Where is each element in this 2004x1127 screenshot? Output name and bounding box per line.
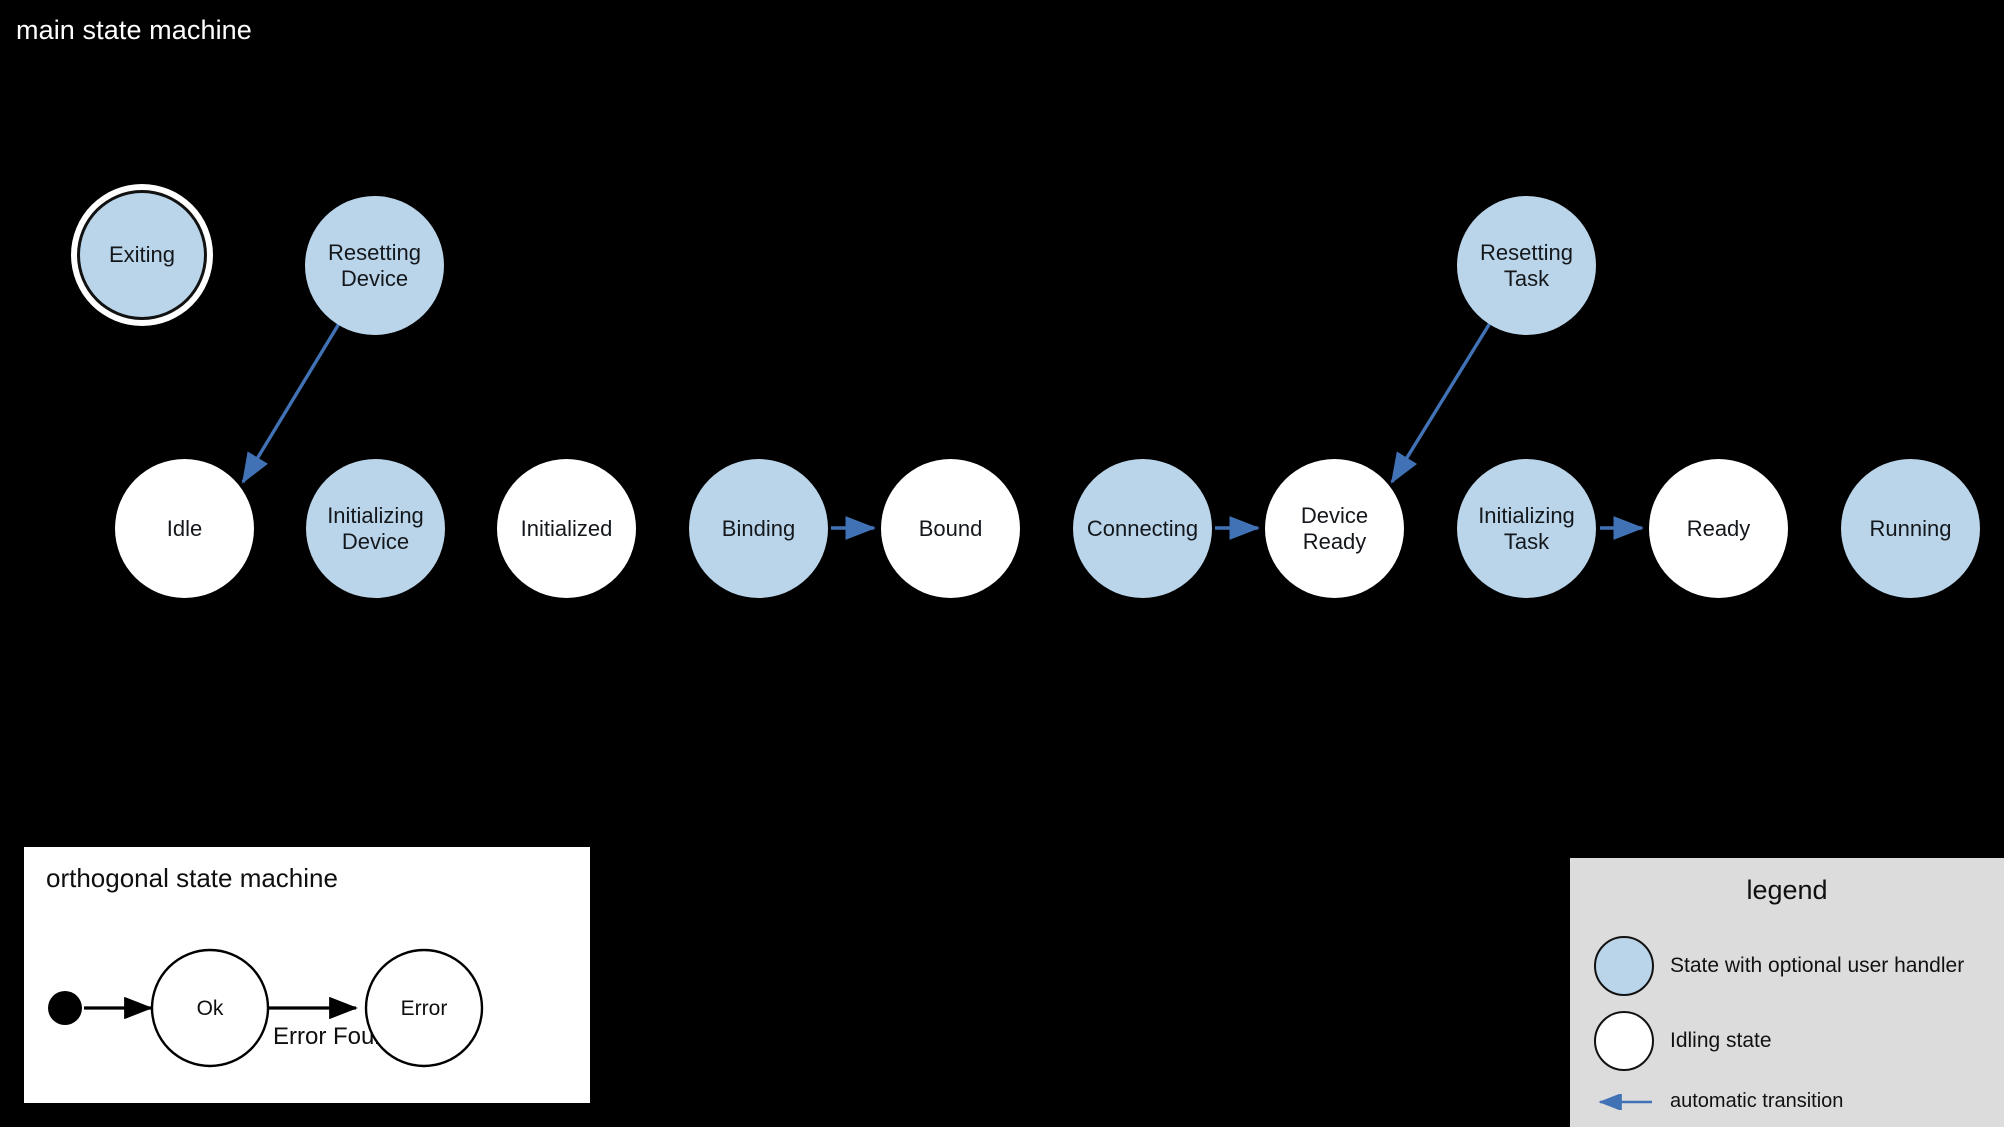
state-label-ready: Ready <box>1686 515 1751 541</box>
state-node-bound[interactable]: Bound <box>881 459 1020 598</box>
state-node-connecting[interactable]: Connecting <box>1073 459 1212 598</box>
legend-item-idling-state: Idling state <box>1594 1011 1772 1071</box>
state-label-bound: Bound <box>918 515 983 541</box>
orthogonal-state-machine-panel: orthogonal state machine Ok Error Found … <box>22 845 592 1105</box>
state-node-device-ready[interactable]: Device Ready <box>1265 459 1404 598</box>
state-node-initialized[interactable]: Initialized <box>497 459 636 598</box>
state-label-binding: Binding <box>721 515 796 541</box>
blue-circle-icon <box>1594 936 1654 996</box>
state-label-initializing-task: Initializing Task <box>1478 502 1575 554</box>
legend-label-idling-state: Idling state <box>1670 1029 1772 1052</box>
state-node-exiting[interactable]: Exiting <box>80 193 204 317</box>
legend-title: legend <box>1746 875 1828 905</box>
state-node-running[interactable]: Running <box>1841 459 1980 598</box>
transition-resetting-device-to-idle <box>241 321 342 484</box>
state-label-idle: Idle <box>166 515 203 541</box>
initial-state-marker <box>48 991 82 1025</box>
page-title: main state machine <box>16 15 252 45</box>
state-node-resetting-device[interactable]: Resetting Device <box>305 196 444 335</box>
state-node-ready[interactable]: Ready <box>1649 459 1788 598</box>
legend-label-automatic-transition: automatic transition <box>1670 1090 1844 1112</box>
state-label-resetting-task: Resetting Task <box>1480 239 1573 291</box>
state-node-binding[interactable]: Binding <box>689 459 828 598</box>
state-node-resetting-task[interactable]: Resetting Task <box>1457 196 1596 335</box>
orthogonal-diagram: Ok Error Found Error <box>48 948 484 1068</box>
state-label-connecting: Connecting <box>1086 515 1199 541</box>
ortho-state-node-ok[interactable] <box>150 948 270 1068</box>
blue-arrow-icon <box>1594 1093 1654 1110</box>
ortho-state-node-error[interactable] <box>364 948 484 1068</box>
state-label-exiting: Exiting <box>108 242 176 268</box>
state-node-initializing-device[interactable]: Initializing Device <box>306 459 445 598</box>
ortho-state-label-error: Error <box>401 997 448 1020</box>
legend-item-automatic-transition: automatic transition <box>1594 1090 1843 1113</box>
transition-resetting-task-to-device-ready <box>1390 322 1492 484</box>
orthogonal-panel-title: orthogonal state machine <box>46 863 338 893</box>
state-label-initialized: Initialized <box>520 515 613 541</box>
state-node-idle[interactable]: Idle <box>115 459 254 598</box>
state-node-initializing-task[interactable]: Initializing Task <box>1457 459 1596 598</box>
legend-item-handler-state: State with optional user handler <box>1594 936 1964 996</box>
state-label-device-ready: Device Ready <box>1300 502 1369 554</box>
legend-label-handler-state: State with optional user handler <box>1670 954 1965 977</box>
ortho-state-label-ok: Ok <box>197 997 224 1020</box>
legend-panel: legend State with optional user handler … <box>1570 858 2004 1127</box>
state-label-resetting-device: Resetting Device <box>328 239 421 291</box>
state-label-initializing-device: Initializing Device <box>327 502 424 554</box>
white-circle-icon <box>1594 1011 1654 1071</box>
state-label-running: Running <box>1869 515 1952 541</box>
